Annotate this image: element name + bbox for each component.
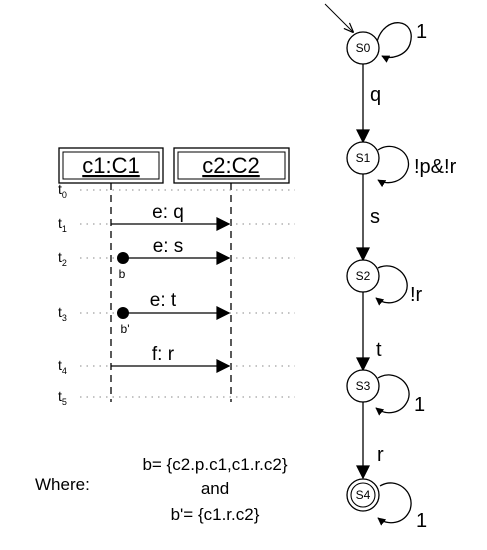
message-e-s: b e: s [117, 236, 231, 281]
transition-S2-S3: t [356, 292, 382, 372]
time-row-1: t1 [58, 215, 295, 234]
state-label-S2: S2 [356, 269, 371, 283]
transition-label-r: r [377, 444, 384, 466]
self-loop-S0: 1 [376, 21, 427, 63]
loop-label-S2: !r [410, 284, 423, 306]
where-label: Where: [35, 475, 90, 494]
state-S2: S2 [346, 259, 380, 293]
marker-label-b: b [119, 267, 126, 281]
sequence-diagram: c1:C1 c2:C2 t0 t1 t2 t3 t4 [58, 147, 295, 407]
loop-label-S0: 1 [416, 21, 427, 43]
self-loop-S1: !p&!r [377, 145, 457, 188]
time-label-t5: t5 [58, 388, 67, 407]
event-marker-b [117, 252, 129, 264]
marker-label-b-prime: b' [121, 322, 130, 336]
transition-S3-S4: r [356, 402, 384, 480]
message-f-r: f: r [111, 344, 231, 373]
state-label-S3: S3 [356, 379, 371, 393]
self-loop-S4: 1 [377, 482, 427, 532]
state-S0: S0 [346, 31, 380, 65]
state-S4: S4 [346, 478, 380, 512]
message-label-e-q: e: q [152, 202, 184, 223]
where-line-1: b= {c2.p.c1,c1.r.c2} [142, 455, 287, 474]
message-label-e-t: e: t [150, 290, 177, 311]
state-S3: S3 [346, 369, 380, 403]
time-label-t4: t4 [58, 357, 67, 376]
state-label-S1: S1 [356, 151, 371, 165]
transition-label-t: t [376, 339, 382, 361]
lifeline-c1-title: c1:C1 [82, 153, 139, 178]
state-machine: q s t r 1 !p&!r !r 1 [324, 3, 457, 532]
transition-S0-S1: q [356, 64, 381, 144]
message-e-q: e: q [111, 202, 231, 231]
lifeline-c2: c2:C2 [173, 147, 290, 402]
loop-label-S4: 1 [416, 510, 427, 532]
message-e-t: b' e: t [117, 290, 231, 336]
time-row-0: t0 [58, 181, 295, 200]
time-row-4: t4 [58, 357, 295, 376]
lifeline-c2-title: c2:C2 [202, 153, 259, 178]
loop-label-S3: 1 [414, 394, 425, 416]
time-row-2: t2 [58, 249, 295, 268]
time-label-t1: t1 [58, 215, 67, 234]
time-row-3: t3 [58, 304, 295, 323]
time-row-5: t5 [58, 388, 295, 407]
where-line-2: and [201, 479, 229, 498]
transition-label-q: q [370, 84, 381, 106]
lifeline-c1: c1:C1 [58, 147, 164, 402]
event-marker-b-prime [117, 307, 129, 319]
self-loop-S2: !r [375, 265, 423, 306]
state-S1: S1 [346, 141, 380, 175]
state-label-S4: S4 [356, 488, 371, 502]
where-note: Where: b= {c2.p.c1,c1.r.c2} and b'= {c1.… [35, 455, 288, 524]
message-label-f-r: f: r [152, 344, 175, 365]
time-label-t3: t3 [58, 304, 67, 323]
state-label-S0: S0 [356, 41, 371, 55]
where-line-3: b'= {c1.r.c2} [171, 505, 260, 524]
time-label-t2: t2 [58, 249, 67, 268]
loop-label-S1: !p&!r [414, 156, 457, 178]
transition-S1-S2: s [356, 174, 380, 262]
time-label-t0: t0 [58, 181, 67, 200]
initial-arrow [324, 3, 353, 32]
self-loop-S3: 1 [375, 374, 425, 416]
transition-label-s: s [370, 206, 380, 228]
message-label-e-s: e: s [153, 236, 184, 257]
